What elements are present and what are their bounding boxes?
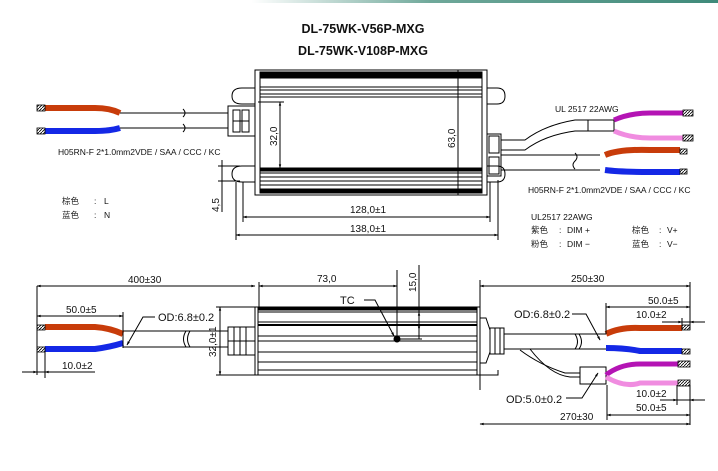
blue-wire-side bbox=[45, 340, 124, 352]
input-tip-length: 10.0±2 bbox=[62, 361, 93, 372]
legend-output-power: 棕色 : V+ 蓝色 : V− bbox=[632, 225, 678, 250]
svg-text:DIM −: DIM − bbox=[567, 239, 590, 249]
output-strip-upper: 50.0±5 bbox=[648, 296, 679, 307]
output-cables-side bbox=[504, 313, 691, 399]
svg-text::: : bbox=[659, 239, 661, 249]
output-tip-upper: 10.0±2 bbox=[636, 310, 667, 321]
svg-text:N: N bbox=[104, 210, 110, 220]
brown-wire-side-out bbox=[604, 324, 682, 337]
dim-cable-od: OD:5.0±0.2 bbox=[506, 394, 562, 406]
input-total-length: 400±30 bbox=[128, 275, 162, 286]
top-accent-bar bbox=[0, 0, 718, 3]
svg-text:棕色: 棕色 bbox=[62, 196, 80, 207]
pink-wire bbox=[612, 128, 683, 141]
input-strip-length: 50.0±5 bbox=[66, 305, 97, 316]
dim-mount-ear: 4,5 bbox=[211, 198, 222, 212]
svg-text::: : bbox=[559, 239, 561, 249]
side-dimensions bbox=[22, 265, 705, 426]
output-cables-top bbox=[501, 109, 694, 175]
svg-text:棕色: 棕色 bbox=[632, 225, 650, 236]
svg-text:V+: V+ bbox=[667, 225, 678, 235]
top-dimensions bbox=[218, 101, 499, 240]
purple-wire-side bbox=[604, 361, 680, 378]
tc-offset-y: 15,0 bbox=[408, 272, 419, 292]
input-cable-top bbox=[36, 104, 228, 135]
body-height: 32,0±1 bbox=[208, 326, 219, 357]
tc-label: TC bbox=[340, 295, 355, 307]
brown-wire bbox=[45, 105, 122, 116]
dim-height-inner: 32,0 bbox=[269, 126, 280, 146]
model-title-1: DL-75WK-V56P-MXG bbox=[301, 22, 425, 36]
svg-text::: : bbox=[94, 196, 96, 206]
blue-wire-out bbox=[604, 167, 680, 175]
svg-text:粉色: 粉色 bbox=[531, 239, 549, 250]
svg-text:L: L bbox=[104, 196, 109, 206]
svg-text::: : bbox=[659, 225, 661, 235]
legend-output-title: UL2517 22AWG bbox=[531, 212, 593, 222]
input-cable-od: OD:6.8±0.2 bbox=[158, 312, 214, 324]
legend-output-dim: 紫色 : DIM + 粉色 : DIM − bbox=[531, 225, 590, 250]
blue-wire-side-out bbox=[605, 345, 682, 354]
dim-cable-spec: UL 2517 22AWG bbox=[555, 104, 619, 114]
dim-length-body: 128,0±1 bbox=[350, 205, 387, 216]
input-cable-side bbox=[36, 316, 228, 353]
output-total-length-upper: 250±30 bbox=[571, 274, 605, 285]
svg-text:紫色: 紫色 bbox=[531, 225, 549, 236]
svg-text:蓝色: 蓝色 bbox=[632, 239, 650, 250]
svg-text::: : bbox=[559, 225, 561, 235]
output-strip-lower: 50.0±5 bbox=[636, 403, 667, 414]
svg-text:DIM +: DIM + bbox=[567, 225, 590, 235]
output-cable-od: OD:6.8±0.2 bbox=[514, 309, 570, 321]
pink-wire-side bbox=[604, 374, 680, 387]
brown-wire-out bbox=[603, 146, 680, 158]
svg-text:蓝色: 蓝色 bbox=[62, 210, 80, 221]
purple-wire bbox=[612, 110, 683, 123]
output-total-length-lower: 270±30 bbox=[560, 412, 594, 423]
svg-text:V−: V− bbox=[667, 239, 678, 249]
side-view bbox=[227, 299, 505, 376]
legend-input: 棕色 : L 蓝色 : N bbox=[62, 196, 110, 221]
tc-offset-x: 73,0 bbox=[317, 274, 337, 285]
blue-wire bbox=[45, 125, 121, 134]
dim-height-total: 63,0 bbox=[447, 128, 458, 148]
svg-text::: : bbox=[94, 210, 96, 220]
input-cable-spec: H05RN-F 2*1.0mm2VDE / SAA / CCC / KC bbox=[58, 147, 221, 157]
dim-length-total: 138,0±1 bbox=[350, 224, 387, 235]
brown-wire-side bbox=[45, 324, 125, 337]
top-view bbox=[227, 69, 506, 196]
model-title-2: DL-75WK-V108P-MXG bbox=[298, 44, 428, 58]
output-cable-spec: H05RN-F 2*1.0mm2VDE / SAA / CCC / KC bbox=[528, 185, 691, 195]
output-tip-lower: 10.0±2 bbox=[636, 389, 667, 400]
